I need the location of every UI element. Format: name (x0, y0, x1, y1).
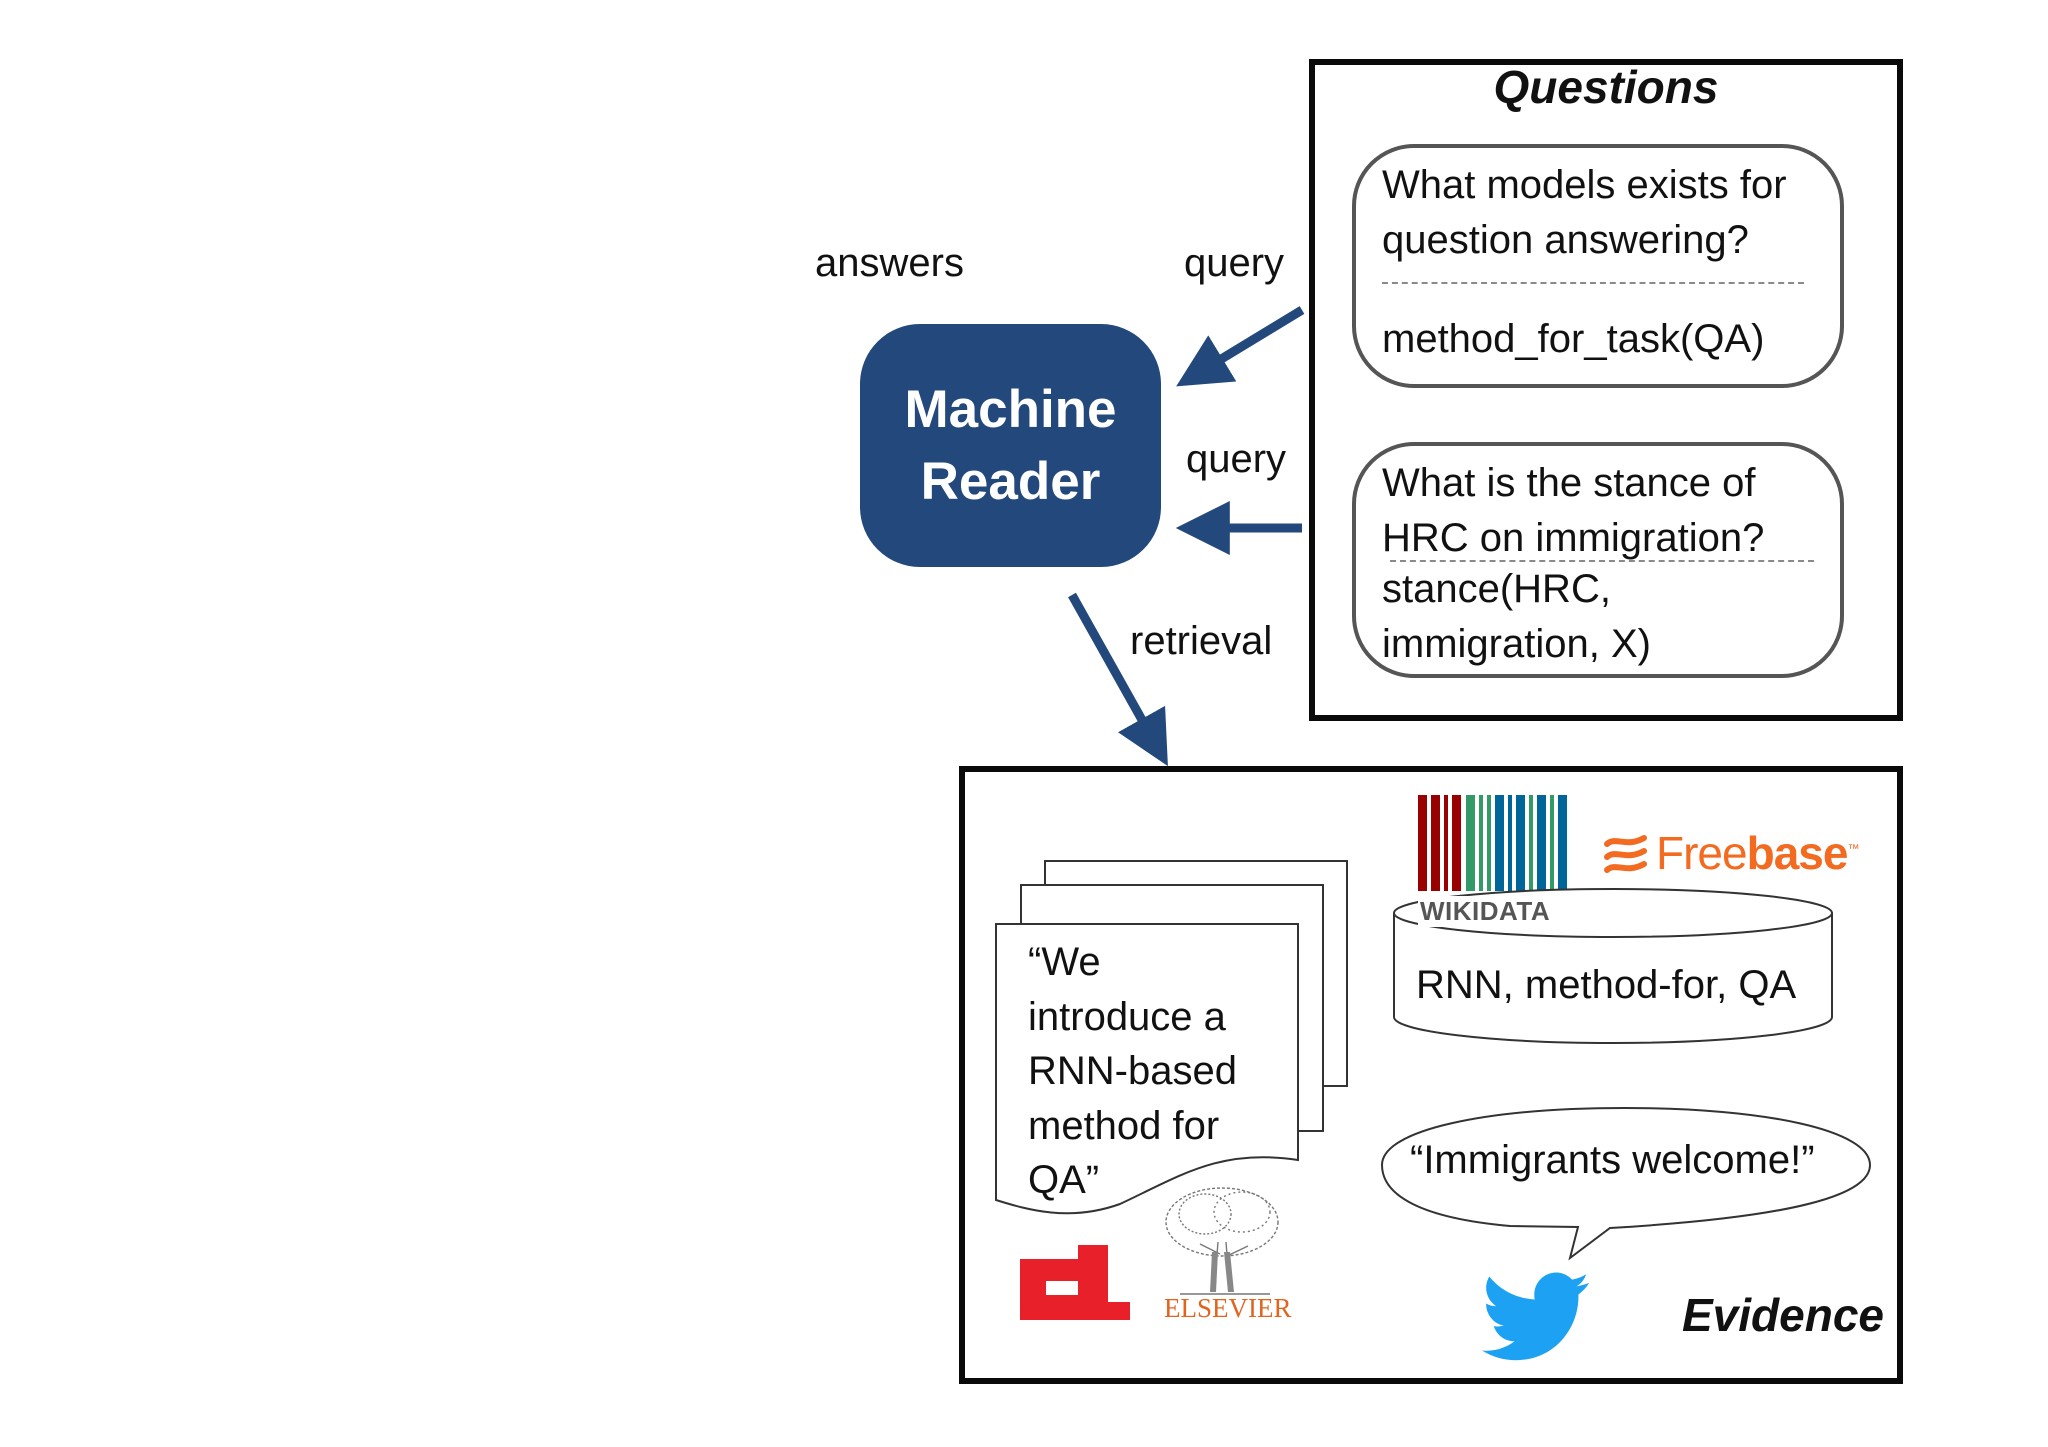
question-2-logical-line-1: stance(HRC, (1382, 567, 1611, 611)
document-stack (995, 860, 1348, 1215)
elsevier-tree-icon (1165, 1187, 1279, 1295)
question-1-divider (1382, 282, 1804, 284)
query-label-top: query (1184, 241, 1285, 285)
question-2-divider (1390, 560, 1814, 562)
freebase-wordmark-light: Free (1656, 827, 1748, 879)
document-line-3: RNN-based (1028, 1049, 1237, 1093)
elsevier-wordmark: ELSEVIER (1164, 1293, 1292, 1323)
tweet-text: “Immigrants welcome!” (1410, 1138, 1815, 1182)
document-line-2: introduce a (1028, 994, 1226, 1039)
machine-reader-node: Machine Reader (860, 324, 1161, 567)
document-sheet-front (995, 923, 1299, 1215)
cylinder-body (1393, 913, 1833, 1044)
evidence-panel (959, 766, 1903, 1384)
evidence-title: Evidence (1682, 1289, 1884, 1341)
questions-panel (1309, 59, 1903, 721)
question-card-1: What models exists for question answerin… (1352, 144, 1844, 388)
question-1-line-1: What models exists for (1382, 163, 1787, 207)
wikidata-barcode-icon (1418, 795, 1567, 891)
questions-title: Questions (1493, 61, 1719, 113)
answers-label: answers (815, 241, 964, 285)
twitter-bird-icon (1482, 1272, 1590, 1361)
freebase-wordmark-bold: base (1746, 827, 1849, 879)
question-2-logical-line-2: immigration, X) (1382, 622, 1651, 666)
document-line-5: QA” (1028, 1158, 1100, 1202)
tweet-bubble (1380, 1106, 1872, 1261)
question-card-2: What is the stance of HRC on immigration… (1352, 442, 1844, 678)
document-line-1: “We (1028, 940, 1101, 984)
query-label-mid: query (1186, 437, 1287, 481)
arxiv-logo-shape (1020, 1245, 1130, 1320)
question-1-line-2: question answering? (1382, 218, 1749, 262)
tweet-bubble-outline (1380, 1106, 1872, 1261)
retrieval-arrow (1068, 592, 1168, 767)
freebase-icon (1604, 835, 1647, 873)
question-2-line-2: HRC on immigration? (1382, 516, 1765, 560)
kb-triple: RNN, method-for, QA (1416, 963, 1797, 1007)
document-line-4: method for (1028, 1103, 1220, 1148)
retrieval-label: retrieval (1130, 619, 1273, 663)
freebase-trademark: ™ (1847, 841, 1859, 856)
freebase-wordmark: Freebase™ (1656, 826, 1859, 880)
machine-reader-line1: Machine (904, 379, 1117, 439)
wikidata-wordmark: WIKIDATA (1418, 896, 1553, 927)
query-arrow-top (1176, 306, 1305, 387)
arxiv-logo (1020, 1245, 1130, 1320)
machine-reader-line2: Reader (920, 451, 1101, 511)
question-1-logical-form: method_for_task(QA) (1382, 317, 1765, 361)
document-quote: “We introduce a RNN-based method for QA” (1028, 935, 1237, 1208)
question-2-line-1: What is the stance of (1382, 461, 1756, 505)
